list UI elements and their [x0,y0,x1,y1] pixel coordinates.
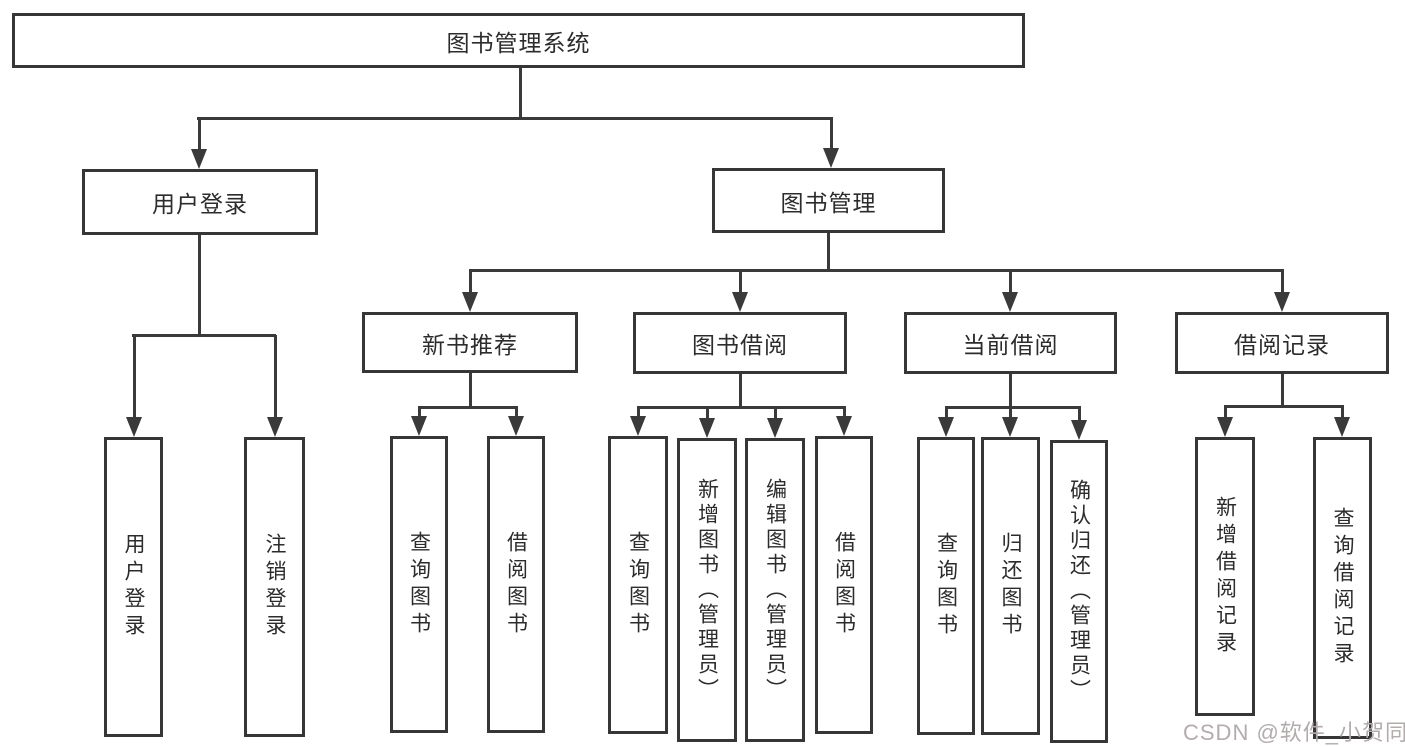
node-label: 归还图书 [999,532,1023,640]
arrow-down-icon [191,149,207,169]
connector-line [1223,406,1227,419]
arrow-down-icon [699,418,715,438]
leaf-return-books: 归还图书 [981,437,1040,735]
connector-line [1009,374,1012,409]
node-label: 查询借阅记录 [1331,507,1355,669]
node-label: 用户登录 [122,533,146,641]
node-label: 新增借阅记录 [1213,495,1237,658]
arrow-down-icon [1217,417,1233,437]
connector-line [132,335,136,419]
connector-line [1340,406,1344,419]
node-label: 图书借阅 [692,332,788,358]
connector-line [1281,374,1284,407]
node-label: 用户登录 [152,191,248,217]
node-label: 图书管理系统 [446,29,591,56]
node-label: 借阅记录 [1234,332,1330,358]
connector-line [519,68,522,118]
arrow-down-icon [938,417,954,437]
node-label: 查询图书 [934,532,958,640]
connector-line [829,118,833,150]
connector-line [1280,271,1284,294]
leaf-edit-books-admin: 编辑图书（管理员） [745,438,805,742]
node-borrowing-records: 借阅记录 [1175,312,1389,374]
node-library-management-system: 图书管理系统 [12,13,1025,68]
leaf-borrow-books: 借阅图书 [815,436,873,734]
connector-line [417,408,421,418]
arrow-down-icon [508,416,524,436]
arrow-down-icon [1002,417,1018,437]
node-label: 查询图书 [407,530,431,639]
leaf-add-borrow-record: 新增借阅记录 [1195,437,1255,716]
node-label: 新增图书（管理员） [695,477,719,703]
arrow-down-icon [823,148,839,168]
connector-line [827,233,830,272]
arrow-down-icon [126,417,142,437]
arrow-down-icon [1274,292,1290,312]
leaf-user-login: 用户登录 [104,437,163,737]
node-label: 借阅图书 [504,530,528,639]
connector-line [197,118,201,151]
connector-line [197,117,833,120]
leaf-query-books-borrowing: 查询图书 [608,436,668,734]
connector-line [773,408,777,420]
connector-line [273,335,277,419]
arrow-down-icon [630,416,646,436]
node-label: 当前借阅 [962,332,1059,358]
connector-line [739,374,742,409]
arrow-down-icon [267,417,283,437]
node-new-book-recommend: 新书推荐 [362,312,578,373]
leaf-confirm-return-admin: 确认归还（管理员） [1050,440,1108,743]
connector-line [738,271,742,294]
connector-line [1077,408,1081,422]
node-book-management: 图书管理 [712,168,945,233]
connector-line [468,271,472,294]
leaf-logout: 注销登录 [244,437,305,737]
node-book-borrowing: 图书借阅 [633,312,847,374]
leaf-query-books-current: 查询图书 [917,437,975,735]
csdn-watermark: CSDN @软件_小贺同学 [1183,720,1405,745]
node-label: 编辑图书（管理员） [763,477,787,703]
connector-line [636,408,640,418]
arrow-down-icon [1002,292,1018,312]
connector-line [1008,408,1012,419]
connector-line [944,408,948,419]
connector-line [842,408,846,418]
arrow-down-icon [732,292,748,312]
arrow-down-icon [1071,420,1087,440]
connector-line [1008,271,1012,294]
connector-line [469,269,1284,272]
node-label: 确认归还（管理员） [1067,479,1091,704]
connector-line [132,334,276,337]
node-label: 注销登录 [263,533,287,641]
leaf-query-books-recommend: 查询图书 [390,436,448,733]
connector-line [637,406,846,409]
node-label: 借阅图书 [832,531,856,639]
arrow-down-icon [767,418,783,438]
arrow-down-icon [836,416,852,436]
connector-line [1224,405,1344,408]
node-current-borrowing: 当前借阅 [904,312,1117,374]
leaf-add-books-admin: 新增图书（管理员） [677,438,737,742]
node-label: 新书推荐 [422,331,518,358]
connector-line [945,406,1081,409]
leaf-query-borrow-record: 查询借阅记录 [1313,437,1372,739]
node-label: 图书管理 [780,189,877,216]
node-user-login: 用户登录 [82,169,318,235]
connector-line [198,235,201,335]
arrow-down-icon [411,416,427,436]
arrow-down-icon [1334,417,1350,437]
connector-line [469,373,472,409]
node-label: 查询图书 [626,531,650,639]
arrow-down-icon [462,292,478,312]
connector-line [514,408,518,418]
leaf-borrow-books-recommend: 借阅图书 [487,436,545,733]
connector-line [705,408,709,420]
connector-line [418,406,518,409]
